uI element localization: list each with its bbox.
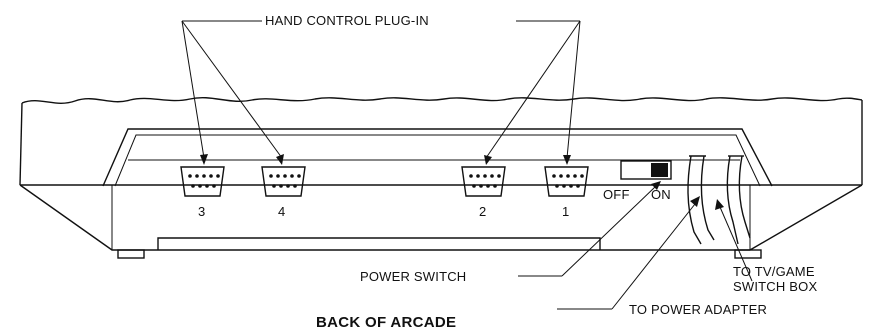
power-switch <box>620 160 672 180</box>
power-adapter-leader <box>557 196 700 310</box>
power-switch-leader <box>518 181 661 277</box>
controller-port-2 <box>461 166 506 197</box>
tv-leader <box>715 199 753 282</box>
port-number-4: 4 <box>278 204 285 219</box>
port-number-2: 2 <box>479 204 486 219</box>
to-power-adapter-label: TO POWER ADAPTER <box>629 302 767 317</box>
cable-tv <box>687 155 715 245</box>
port-number-1: 1 <box>562 204 569 219</box>
to-tv-label-line2: SWITCH BOX <box>733 279 817 294</box>
cable-power <box>726 155 751 245</box>
controller-port-1 <box>544 166 589 197</box>
hand-control-label: HAND CONTROL PLUG-IN <box>265 13 429 28</box>
diagram-title: BACK OF ARCADE <box>316 314 456 327</box>
off-label: OFF <box>603 187 630 202</box>
controller-port-4 <box>261 166 306 197</box>
to-tv-label-line1: TO TV/GAME <box>733 264 815 279</box>
controller-port-3 <box>180 166 225 197</box>
power-switch-label: POWER SWITCH <box>360 269 466 284</box>
on-label: ON <box>651 187 671 202</box>
console-body <box>19 96 863 259</box>
port-number-3: 3 <box>198 204 205 219</box>
hand-control-leaders <box>181 20 581 165</box>
